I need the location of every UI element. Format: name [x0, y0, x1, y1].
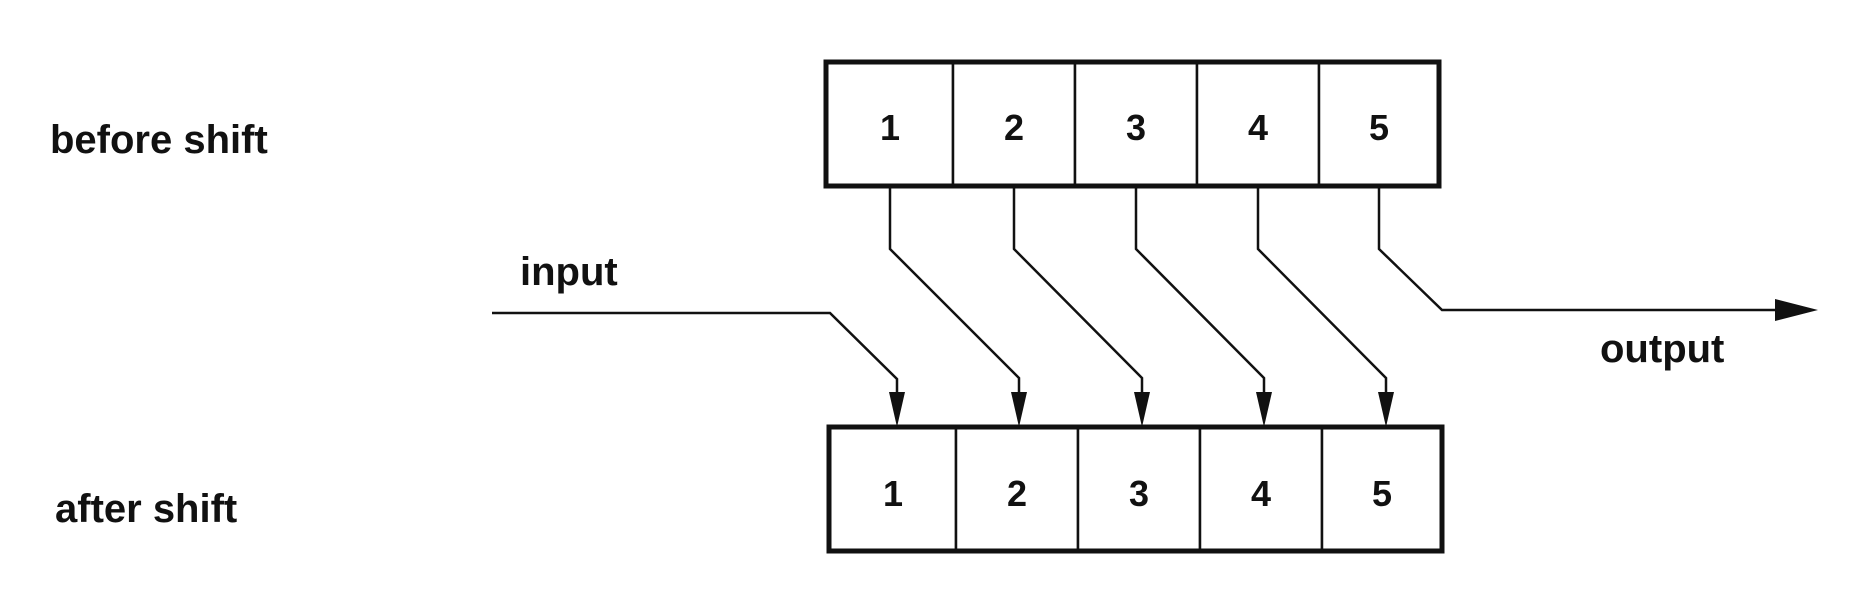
- shift-wire-4-to-5: [1256, 186, 1388, 398]
- output-label: output: [1600, 327, 1724, 371]
- before-cell-2: [951, 60, 1077, 188]
- register-after: 1 2 3 4 5: [826, 424, 1445, 554]
- after-cell-4-label: 4: [1251, 473, 1271, 514]
- before-cell-1: [824, 60, 955, 188]
- shift-wire-1-to-2: [888, 186, 1021, 398]
- input-label: input: [520, 250, 618, 294]
- register-before: 1 2 3 4 5: [823, 59, 1442, 189]
- shift-arrowhead-2: [1011, 392, 1027, 427]
- shift-arrowhead-4: [1256, 392, 1272, 427]
- input-wire: [492, 311, 899, 398]
- before-cell-1-label: 1: [880, 107, 900, 148]
- before-cell-3-label: 3: [1126, 107, 1146, 148]
- after-cell-4: [1198, 425, 1324, 553]
- after-cell-2-label: 2: [1007, 473, 1027, 514]
- input-arrowhead: [889, 392, 905, 427]
- shift-wire-3-to-4: [1134, 186, 1266, 398]
- shift-arrowhead-5: [1378, 392, 1394, 427]
- before-shift-label: before shift: [50, 118, 268, 162]
- after-shift-label: after shift: [55, 487, 237, 531]
- before-cell-5-label: 5: [1369, 107, 1389, 148]
- after-cell-3: [1076, 425, 1202, 553]
- after-cell-5-label: 5: [1372, 473, 1392, 514]
- register-after-frame: [826, 424, 1445, 554]
- register-before-frame: [823, 59, 1442, 189]
- output-wire: [1377, 186, 1785, 312]
- shift-arrowhead-3: [1134, 392, 1150, 427]
- output-arrowhead: [1775, 299, 1818, 321]
- shift-wire-2-to-3: [1012, 186, 1144, 398]
- after-cell-3-label: 3: [1129, 473, 1149, 514]
- after-cell-1-label: 1: [883, 473, 903, 514]
- after-cell-2: [954, 425, 1080, 553]
- before-cell-2-label: 2: [1004, 107, 1024, 148]
- before-cell-4-label: 4: [1248, 107, 1268, 148]
